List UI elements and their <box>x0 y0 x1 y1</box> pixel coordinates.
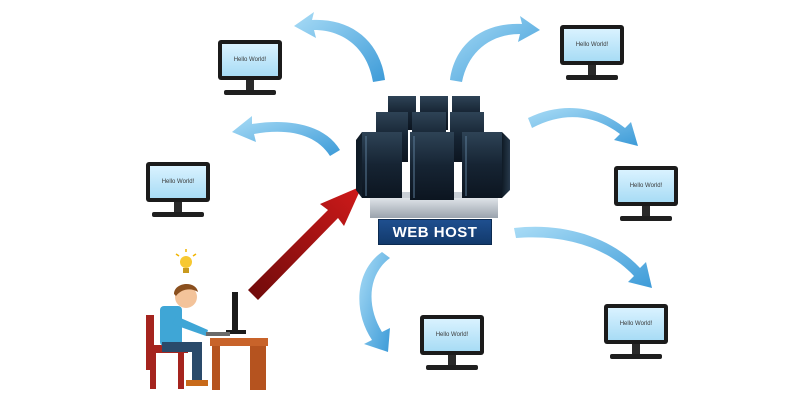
client-monitor: Hello World! <box>560 25 624 85</box>
screen-text: Hello World! <box>161 179 195 185</box>
screen-text: Hello World! <box>435 332 469 338</box>
arrow-mid-right <box>528 107 638 146</box>
lightbulb-icon <box>175 249 197 273</box>
arrow-mid-left <box>232 116 340 156</box>
client-monitor: Hello World! <box>146 162 210 222</box>
screen-text: Hello World! <box>619 321 653 327</box>
arrow-top-right <box>450 16 540 82</box>
client-monitor: Hello World! <box>420 315 484 375</box>
client-monitor: Hello World! <box>218 40 282 100</box>
server-cluster-icon <box>356 96 510 218</box>
screen-text: Hello World! <box>233 57 267 63</box>
client-monitor: Hello World! <box>614 166 678 226</box>
screen-text: Hello World! <box>629 183 663 189</box>
user-at-computer-illustration <box>146 249 268 390</box>
screen-text: Hello World! <box>575 42 609 48</box>
red-request-arrow <box>248 186 362 300</box>
arrow-bottom-right <box>514 226 652 288</box>
arrow-top-left <box>294 12 385 82</box>
client-monitor: Hello World! <box>604 304 668 364</box>
web-host-label: WEB HOST <box>378 219 492 245</box>
arrow-bottom-center <box>359 252 390 352</box>
